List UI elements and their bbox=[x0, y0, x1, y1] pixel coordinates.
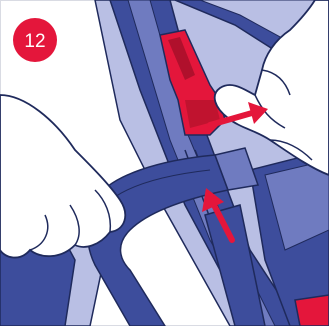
step-number: 12 bbox=[24, 31, 45, 52]
step-number-badge: 12 bbox=[13, 18, 57, 62]
